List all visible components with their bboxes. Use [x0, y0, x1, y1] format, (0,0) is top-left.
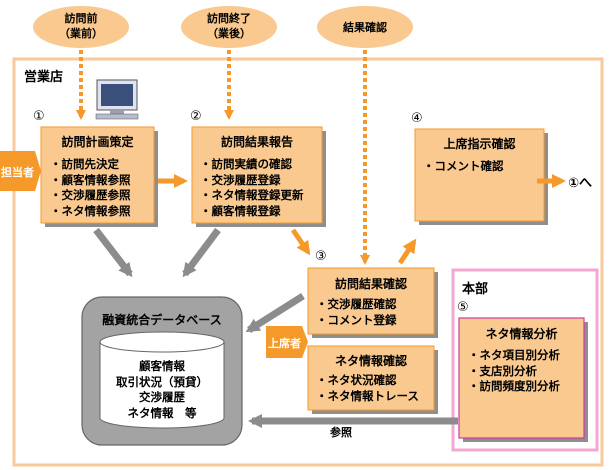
- arrow-step1-to-db: [93, 227, 133, 278]
- step2-number: ②: [190, 109, 202, 124]
- list-item: 顧客情報: [139, 359, 185, 373]
- list-item: ・顧客情報登録: [200, 203, 281, 218]
- phase-confirm-label: 結果確認: [343, 21, 387, 34]
- step2-box: [191, 126, 323, 224]
- rep-tab: [0, 151, 41, 191]
- step5-number: ⑤: [457, 300, 469, 315]
- step2-items: ・訪問実績の確認 ・交渉履歴登録 ・ネタ情報登録更新 ・顧客情報登録: [200, 157, 304, 219]
- phase-after-label: 訪問終了 （業後）: [189, 11, 269, 41]
- arrow-step3-to-step4: [397, 238, 417, 265]
- step3-title: 訪問結果確認: [334, 277, 407, 291]
- list-item: ・交渉履歴参照: [50, 188, 131, 202]
- step3b-items: ・ネタ状況確認 ・ネタ情報トレース: [316, 373, 419, 404]
- step1-box: [40, 126, 155, 224]
- list-item: 取引状況（預貸）: [116, 374, 208, 389]
- list-item: ・ネタ状況確認: [316, 373, 397, 387]
- superior-label: 上席者: [268, 337, 301, 350]
- list-item: ・ネタ情報トレース: [316, 388, 419, 403]
- arrow-step3-to-db: [245, 293, 305, 333]
- superior-tab: [266, 326, 308, 358]
- reference-label: 参照: [330, 426, 352, 439]
- step4-title: 上席指示確認: [443, 137, 516, 151]
- step1-items: ・訪問先決定 ・顧客情報参照 ・交渉履歴参照 ・ネタ情報参照: [50, 157, 131, 219]
- arrow-step2-to-db: [182, 227, 221, 278]
- list-item: ・ネタ情報登録更新: [200, 188, 304, 202]
- step3-items: ・交渉履歴確認 ・コメント登録: [316, 297, 397, 328]
- hq-label: 本部: [462, 282, 489, 297]
- phase-oval-confirm: [317, 6, 413, 48]
- step5-box: [458, 317, 585, 439]
- branch-label: 営業店: [24, 70, 64, 85]
- list-item: ・交渉履歴登録: [200, 172, 281, 187]
- list-item: ・訪問実績の確認: [200, 157, 292, 171]
- phase-before-line2: （業前）: [59, 27, 103, 40]
- list-item: ・交渉履歴確認: [316, 297, 397, 311]
- computer-icon: [95, 79, 139, 120]
- phase-after-line2: （業後）: [207, 27, 251, 40]
- database-items: 顧客情報 取引状況（預貸） 交渉履歴 ネタ情報 等: [100, 359, 224, 421]
- goto-step1-label: ①へ: [568, 176, 593, 191]
- phase-before-label: 訪問前 （業前）: [41, 11, 121, 41]
- list-item: ・顧客情報参照: [50, 172, 131, 187]
- list-item: ・訪問先決定: [50, 157, 119, 171]
- step3-number: ③: [315, 249, 327, 264]
- step1-title: 訪問計画策定: [61, 135, 134, 149]
- arrow-step2-to-step3: [290, 228, 311, 256]
- step5-items: ・ネタ項目別分析 ・支店別分析 ・訪問頻度別分析: [468, 348, 560, 395]
- list-item: ・支店別分析: [468, 363, 537, 378]
- rep-label: 担当者: [1, 166, 34, 179]
- step3-box: [307, 267, 435, 335]
- list-item: ・ネタ項目別分析: [468, 348, 560, 362]
- step4-box: [414, 128, 545, 222]
- step5-title: ネタ情報分析: [485, 327, 558, 341]
- step3b-box: [307, 345, 435, 411]
- phase-oval-before: [33, 6, 129, 48]
- list-item: ・訪問頻度別分析: [468, 379, 560, 393]
- step4-number: ④: [411, 111, 423, 126]
- list-item: ・コメント確認: [423, 159, 504, 173]
- list-item: 交渉履歴: [139, 390, 185, 404]
- phase-before-line1: 訪問前: [64, 12, 98, 25]
- phase-after-line1: 訪問終了: [207, 12, 251, 25]
- list-item: ネタ情報 等: [127, 405, 197, 420]
- step3b-title: ネタ情報確認: [334, 354, 407, 368]
- step2-title: 訪問結果報告: [220, 135, 293, 149]
- database-cylinder-icon: [99, 331, 225, 429]
- step1-number: ①: [33, 109, 45, 124]
- list-item: ・ネタ情報参照: [50, 203, 131, 218]
- database-title: 融資統合データベース: [102, 313, 222, 327]
- step4-items: ・コメント確認: [423, 159, 504, 175]
- list-item: ・コメント登録: [316, 312, 397, 327]
- phase-oval-after: [181, 6, 277, 48]
